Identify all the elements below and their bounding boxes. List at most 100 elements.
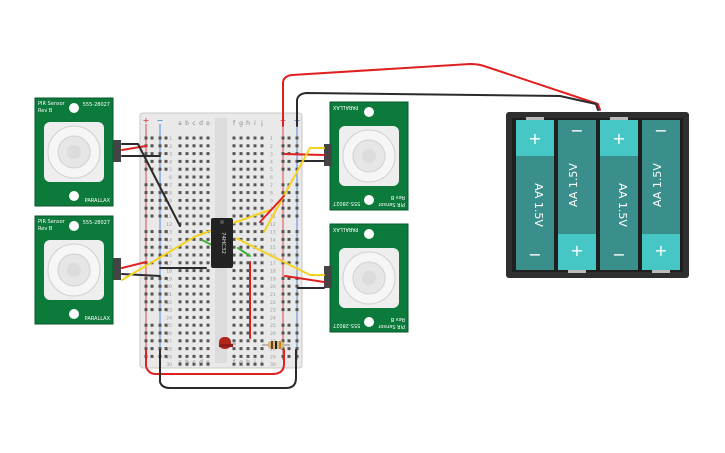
breadboard-hole[interactable] bbox=[260, 276, 264, 280]
breadboard-hole[interactable] bbox=[260, 175, 264, 179]
breadboard-hole[interactable] bbox=[206, 331, 210, 335]
breadboard-hole[interactable] bbox=[206, 136, 210, 140]
breadboard-hole[interactable] bbox=[253, 284, 257, 288]
rail-hole[interactable] bbox=[281, 214, 285, 218]
rail-hole[interactable] bbox=[281, 300, 285, 304]
breadboard-hole[interactable] bbox=[178, 269, 182, 273]
breadboard-hole[interactable] bbox=[246, 222, 250, 226]
rail-hole[interactable] bbox=[144, 245, 148, 249]
rail-hole[interactable] bbox=[164, 323, 168, 327]
rail-hole[interactable] bbox=[295, 206, 299, 210]
rail-hole[interactable] bbox=[281, 191, 285, 195]
breadboard-hole[interactable] bbox=[232, 292, 236, 296]
breadboard-hole[interactable] bbox=[239, 167, 243, 171]
rail-hole[interactable] bbox=[287, 292, 291, 296]
breadboard-hole[interactable] bbox=[192, 152, 196, 156]
rail-hole[interactable] bbox=[281, 167, 285, 171]
rail-hole[interactable] bbox=[295, 183, 299, 187]
rail-hole[interactable] bbox=[158, 276, 162, 280]
breadboard-hole[interactable] bbox=[232, 152, 236, 156]
rail-hole[interactable] bbox=[144, 276, 148, 280]
breadboard-hole[interactable] bbox=[185, 362, 189, 366]
breadboard-hole[interactable] bbox=[199, 214, 203, 218]
breadboard-hole[interactable] bbox=[185, 152, 189, 156]
breadboard-hole[interactable] bbox=[178, 261, 182, 265]
breadboard-hole[interactable] bbox=[260, 222, 264, 226]
rail-hole[interactable] bbox=[158, 136, 162, 140]
breadboard-hole[interactable] bbox=[199, 237, 203, 241]
breadboard-hole[interactable] bbox=[185, 261, 189, 265]
breadboard-hole[interactable] bbox=[206, 144, 210, 148]
breadboard-hole[interactable] bbox=[253, 222, 257, 226]
breadboard-hole[interactable] bbox=[260, 339, 264, 343]
rail-hole[interactable] bbox=[281, 159, 285, 163]
breadboard-hole[interactable] bbox=[206, 315, 210, 319]
breadboard-hole[interactable] bbox=[199, 230, 203, 234]
rail-hole[interactable] bbox=[150, 136, 154, 140]
breadboard-hole[interactable] bbox=[192, 261, 196, 265]
breadboard-hole[interactable] bbox=[185, 198, 189, 202]
breadboard-hole[interactable] bbox=[253, 183, 257, 187]
breadboard-hole[interactable] bbox=[232, 284, 236, 288]
breadboard-hole[interactable] bbox=[206, 167, 210, 171]
breadboard-hole[interactable] bbox=[192, 183, 196, 187]
rail-hole[interactable] bbox=[150, 237, 154, 241]
rail-hole[interactable] bbox=[281, 339, 285, 343]
breadboard-hole[interactable] bbox=[192, 331, 196, 335]
breadboard-hole[interactable] bbox=[260, 214, 264, 218]
rail-hole[interactable] bbox=[164, 152, 168, 156]
breadboard-hole[interactable] bbox=[178, 339, 182, 343]
breadboard-hole[interactable] bbox=[260, 152, 264, 156]
breadboard-hole[interactable] bbox=[206, 191, 210, 195]
breadboard-hole[interactable] bbox=[178, 245, 182, 249]
rail-hole[interactable] bbox=[295, 144, 299, 148]
breadboard-hole[interactable] bbox=[239, 214, 243, 218]
breadboard-hole[interactable] bbox=[192, 315, 196, 319]
rail-hole[interactable] bbox=[295, 253, 299, 257]
breadboard-hole[interactable] bbox=[232, 269, 236, 273]
rail-hole[interactable] bbox=[158, 230, 162, 234]
breadboard-hole[interactable] bbox=[253, 167, 257, 171]
breadboard-hole[interactable] bbox=[178, 214, 182, 218]
rail-hole[interactable] bbox=[144, 253, 148, 257]
breadboard-hole[interactable] bbox=[178, 315, 182, 319]
breadboard-hole[interactable] bbox=[232, 339, 236, 343]
rail-hole[interactable] bbox=[295, 347, 299, 351]
breadboard-hole[interactable] bbox=[199, 269, 203, 273]
rail-hole[interactable] bbox=[281, 347, 285, 351]
breadboard-hole[interactable] bbox=[253, 347, 257, 351]
breadboard-hole[interactable] bbox=[246, 144, 250, 148]
breadboard-hole[interactable] bbox=[232, 191, 236, 195]
breadboard-hole[interactable] bbox=[178, 206, 182, 210]
breadboard-hole[interactable] bbox=[232, 245, 236, 249]
breadboard-hole[interactable] bbox=[239, 308, 243, 312]
rail-hole[interactable] bbox=[287, 276, 291, 280]
rail-hole[interactable] bbox=[164, 191, 168, 195]
breadboard-hole[interactable] bbox=[246, 245, 250, 249]
breadboard-hole[interactable] bbox=[185, 191, 189, 195]
rail-hole[interactable] bbox=[144, 183, 148, 187]
breadboard-hole[interactable] bbox=[239, 159, 243, 163]
rail-hole[interactable] bbox=[150, 191, 154, 195]
rail-hole[interactable] bbox=[295, 284, 299, 288]
rail-hole[interactable] bbox=[144, 206, 148, 210]
breadboard-hole[interactable] bbox=[246, 269, 250, 273]
rail-hole[interactable] bbox=[164, 339, 168, 343]
breadboard-hole[interactable] bbox=[232, 159, 236, 163]
rail-hole[interactable] bbox=[295, 167, 299, 171]
rail-hole[interactable] bbox=[158, 144, 162, 148]
breadboard-hole[interactable] bbox=[253, 300, 257, 304]
breadboard-hole[interactable] bbox=[260, 354, 264, 358]
rail-hole[interactable] bbox=[158, 261, 162, 265]
breadboard-hole[interactable] bbox=[260, 261, 264, 265]
breadboard-hole[interactable] bbox=[246, 136, 250, 140]
breadboard-hole[interactable] bbox=[239, 136, 243, 140]
breadboard-hole[interactable] bbox=[185, 136, 189, 140]
breadboard-hole[interactable] bbox=[253, 198, 257, 202]
breadboard-hole[interactable] bbox=[246, 315, 250, 319]
breadboard-hole[interactable] bbox=[206, 253, 210, 257]
breadboard-hole[interactable] bbox=[192, 292, 196, 296]
breadboard-hole[interactable] bbox=[232, 347, 236, 351]
rail-hole[interactable] bbox=[150, 284, 154, 288]
breadboard-hole[interactable] bbox=[185, 214, 189, 218]
